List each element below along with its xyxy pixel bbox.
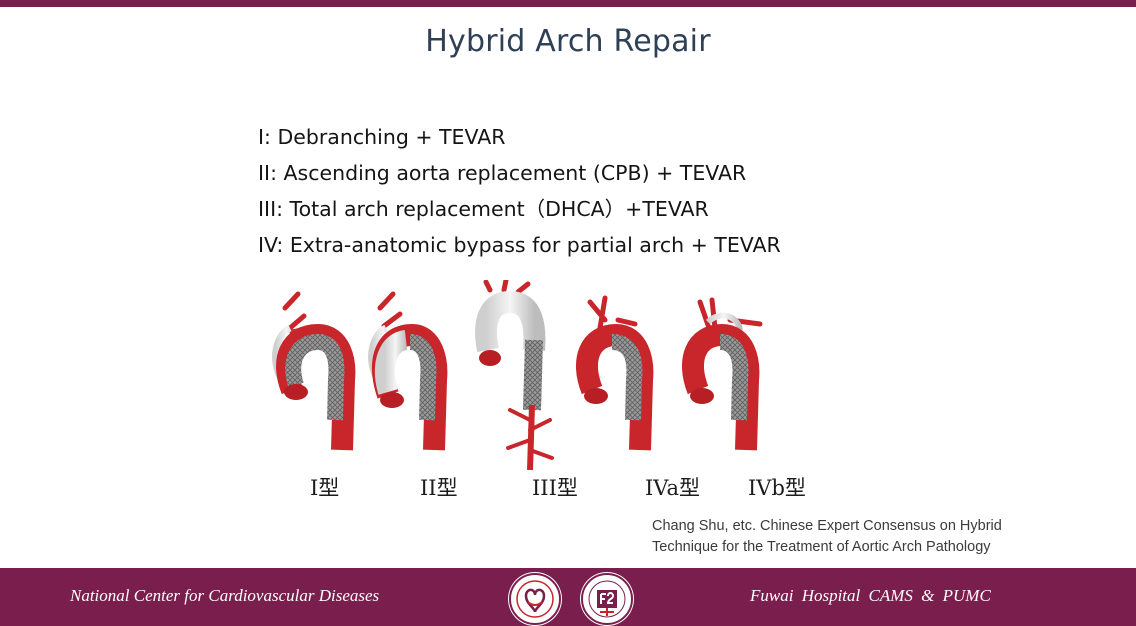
type-label-ii: II型 <box>420 476 458 500</box>
aorta-type-ii-image <box>368 291 448 451</box>
type-label-iva: IVa型 <box>645 476 701 500</box>
bullet-item-type-4: IV: Extra-anatomic bypass for partial ar… <box>258 233 781 257</box>
bullet-item-type-2: II: Ascending aorta replacement (CPB) + … <box>258 161 747 185</box>
aorta-type-iva-image <box>575 295 654 451</box>
slide-title: Hybrid Arch Repair <box>425 24 711 59</box>
footer-affiliations: Fuwai Hospital CAMS & PUMC <box>750 586 991 605</box>
citation: Chang Shu, etc. Chinese Expert Consensus… <box>652 516 1002 558</box>
type-label-iii: III型 <box>532 476 578 500</box>
bullet-item-type-1: I: Debranching + TEVAR <box>258 125 506 149</box>
footer-center-name: National Center for Cardiovascular Disea… <box>70 586 380 605</box>
aorta-type-iii-image <box>475 280 554 470</box>
aorta-type-ivb-image <box>681 297 763 451</box>
type-label-ivb: IVb型 <box>748 476 806 500</box>
footer-bar: National Center for Cardiovascular Disea… <box>0 568 1136 626</box>
aortic-arch-illustrations <box>272 280 763 470</box>
cardiovascular-center-logo <box>508 572 562 626</box>
citation-line-2: Technique for the Treatment of Aortic Ar… <box>652 539 991 555</box>
bullet-item-type-3: III: Total arch replacement（DHCA）+TEVAR <box>258 197 709 221</box>
fuwai-hospital-logo <box>580 572 634 626</box>
top-accent-bar <box>0 0 1136 7</box>
type-label-i: I型 <box>310 476 340 500</box>
bullet-list: I: Debranching + TEVAR II: Ascending aor… <box>258 122 781 266</box>
citation-line-1: Chang Shu, etc. Chinese Expert Consensus… <box>652 518 1002 534</box>
aorta-type-i-image <box>272 291 356 451</box>
